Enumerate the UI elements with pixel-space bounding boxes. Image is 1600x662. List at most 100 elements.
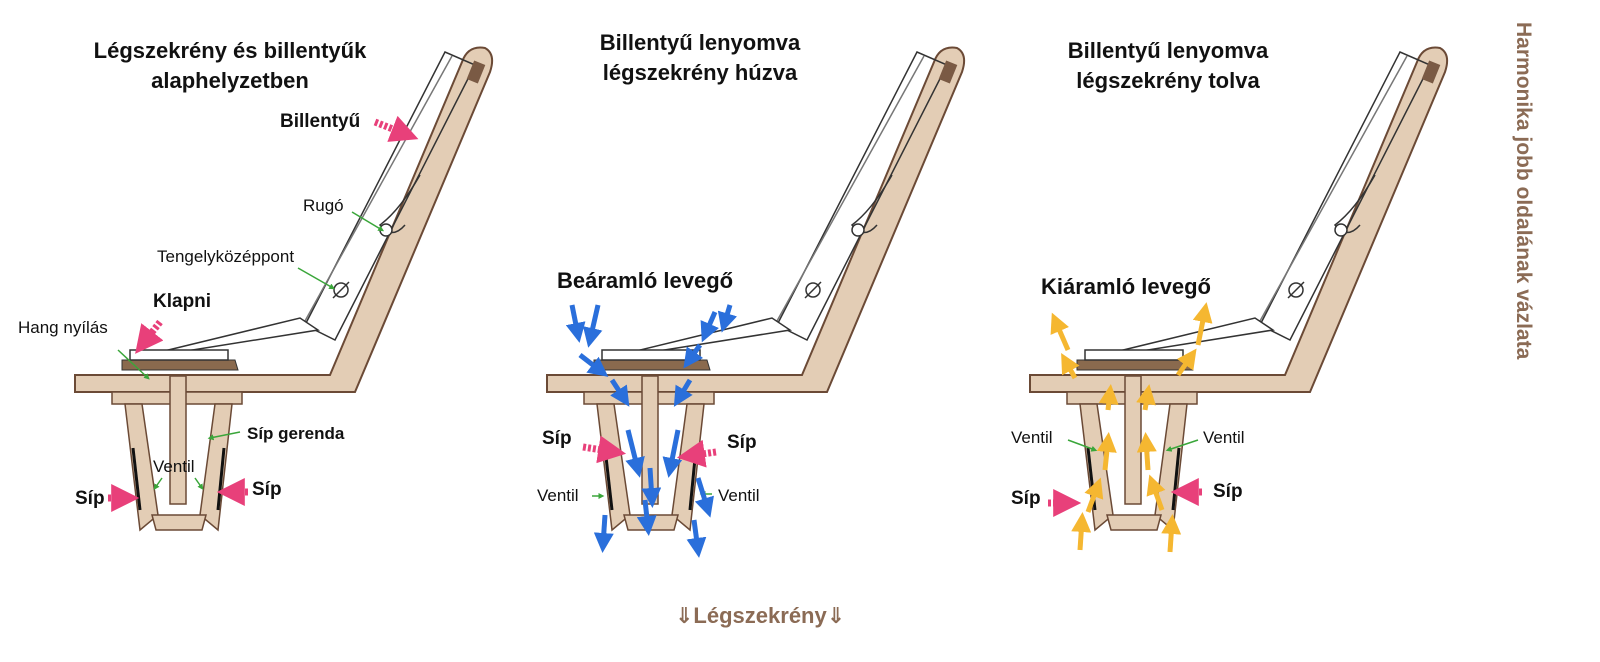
air-in-arrow-3 [700, 311, 719, 343]
panel3-pad-arm [1114, 317, 1276, 353]
air-in-arrow-10 [662, 429, 683, 478]
ptr-ventil-r [194, 477, 204, 490]
label-sip-right-3: Síp [1213, 481, 1243, 502]
air-in-arrow-13 [593, 514, 614, 553]
label-billentyu: Billentyű [280, 111, 361, 132]
panel3-reed-divider [1124, 375, 1142, 505]
panel2-spring-loop [851, 223, 865, 237]
label-sip-right-1: Síp [252, 479, 282, 500]
air-in-arrow-5 [578, 353, 609, 377]
label-rugo: Rugó [303, 196, 344, 215]
panel2-key-inner [771, 55, 925, 331]
panel3-board [1029, 46, 1449, 393]
ptr-hang [117, 349, 150, 380]
panel2-title-line2: légszekrény húzva [602, 60, 798, 85]
air-out-arrow-8 [1136, 384, 1156, 411]
panel1-reed-divider [169, 375, 187, 505]
air-in-arrow-6 [683, 343, 704, 369]
arrow-klapni [135, 319, 164, 354]
panel3-title-line2: légszekrény tolva [1076, 68, 1260, 93]
air-out-arrow-7 [1098, 384, 1119, 411]
air-in-arrow-9 [625, 429, 645, 478]
panel3-key-inner [1254, 55, 1408, 331]
air-in-arrow-1 [565, 304, 586, 343]
panel3-pivot-cross [1287, 281, 1305, 299]
label-sip-right-2: Síp [727, 432, 757, 453]
panel2-key-cap [938, 60, 958, 84]
air-in-arrow-14 [686, 519, 707, 558]
air-out-arrow-2 [1161, 514, 1182, 553]
air-out-arrow-9 [1061, 353, 1080, 380]
panel3-title: Billentyű lenyomva légszekrény tolva [1033, 36, 1303, 96]
panel1-board [74, 46, 494, 393]
panel3-reed-left-wall [1079, 403, 1114, 532]
panel3-pad [1076, 359, 1194, 371]
panel1-title-line2: alaphelyzetben [151, 68, 309, 93]
label-sip-gerenda: Síp gerenda [247, 424, 345, 443]
label-sip-left-3: Síp [1011, 488, 1041, 509]
panel3-reed-right-wall [1154, 403, 1188, 532]
panel3-title-line1: Billentyű lenyomva [1067, 38, 1269, 63]
label-ventil-left-2: Ventil [537, 486, 579, 505]
air-out-arrow-11 [1050, 312, 1071, 351]
panel1-key-cap [466, 60, 486, 84]
arrow-sip-left-2 [582, 435, 627, 464]
side-title-text: Harmonika jobb oldalának vázlata [1512, 22, 1535, 360]
label-sip-left-1: Síp [75, 488, 105, 509]
panel1-reed-bottom [151, 514, 207, 531]
panel1-reed-right-wall [199, 403, 233, 532]
panel2-reed-bottom [623, 514, 679, 531]
panel2-pad-top [601, 349, 701, 361]
ptr-tengely [297, 267, 336, 290]
label-tengely: Tengelyközéppont [157, 247, 295, 266]
label-kiaramlo: Kiáramló levegő [1041, 274, 1211, 299]
air-out-arrow-12 [1192, 302, 1213, 346]
panel3-spring-loop [1334, 223, 1348, 237]
label-ventil-right-3: Ventil [1203, 428, 1245, 447]
air-out-arrow-3 [1084, 477, 1104, 513]
label-hang-nyilas: Hang nyílás [18, 318, 108, 337]
panel1-title: Légszekrény és billentyűk alaphelyzetben [80, 36, 380, 96]
footer-legszekreny: ⇓Légszekrény⇓ [675, 603, 846, 628]
panel2-pivot-cross [804, 281, 822, 299]
panel2-board [546, 46, 966, 393]
ptr-ventil-l [153, 477, 163, 490]
panel3-key-cap [1421, 60, 1441, 84]
panel2-pad [593, 359, 711, 371]
air-in-arrow-4 [717, 304, 738, 333]
label-sip-left-2: Síp [542, 428, 572, 449]
air-in-arrow-12 [694, 477, 714, 518]
air-in-arrow-11 [641, 467, 662, 508]
panel1-pivot-cross [332, 281, 350, 299]
ptr-ventil-r3 [1165, 439, 1199, 452]
panel1-pad-arm [159, 317, 321, 353]
air-out-arrow-6 [1136, 432, 1157, 471]
panel3-reed-bottom [1106, 514, 1162, 531]
label-klapni: Klapni [153, 291, 212, 312]
ptr-sip-gerenda [207, 431, 241, 441]
panel2-reed-left-wall [596, 403, 631, 532]
panel1-spring [378, 174, 421, 234]
label-ventil-right-2: Ventil [718, 486, 760, 505]
label-ventil-left-3: Ventil [1011, 428, 1053, 447]
panel2-reed-right-wall [671, 403, 705, 532]
arrow-billentyu [373, 115, 419, 142]
panel3-pad-top [1084, 349, 1184, 361]
panel2-title-line1: Billentyű lenyomva [599, 30, 801, 55]
air-out-arrow-1 [1071, 512, 1092, 551]
ptr-ventil-l3 [1067, 439, 1098, 452]
label-ventil: Ventil [153, 457, 195, 476]
panel2-spring [850, 174, 893, 234]
label-bearamlo: Beáramló levegő [557, 268, 734, 293]
air-in-arrow-2 [582, 304, 603, 348]
air-out-arrow-10 [1175, 348, 1197, 377]
panel3-spring [1333, 174, 1376, 234]
air-in-arrow-8 [673, 378, 693, 407]
panel1-title-line1: Légszekrény és billentyűk [93, 38, 367, 63]
ptr-rugo [351, 211, 385, 232]
panel2-title: Billentyű lenyomva légszekrény húzva [560, 28, 840, 88]
panel1-pad-top [129, 349, 229, 361]
panel1-pad [121, 359, 239, 371]
